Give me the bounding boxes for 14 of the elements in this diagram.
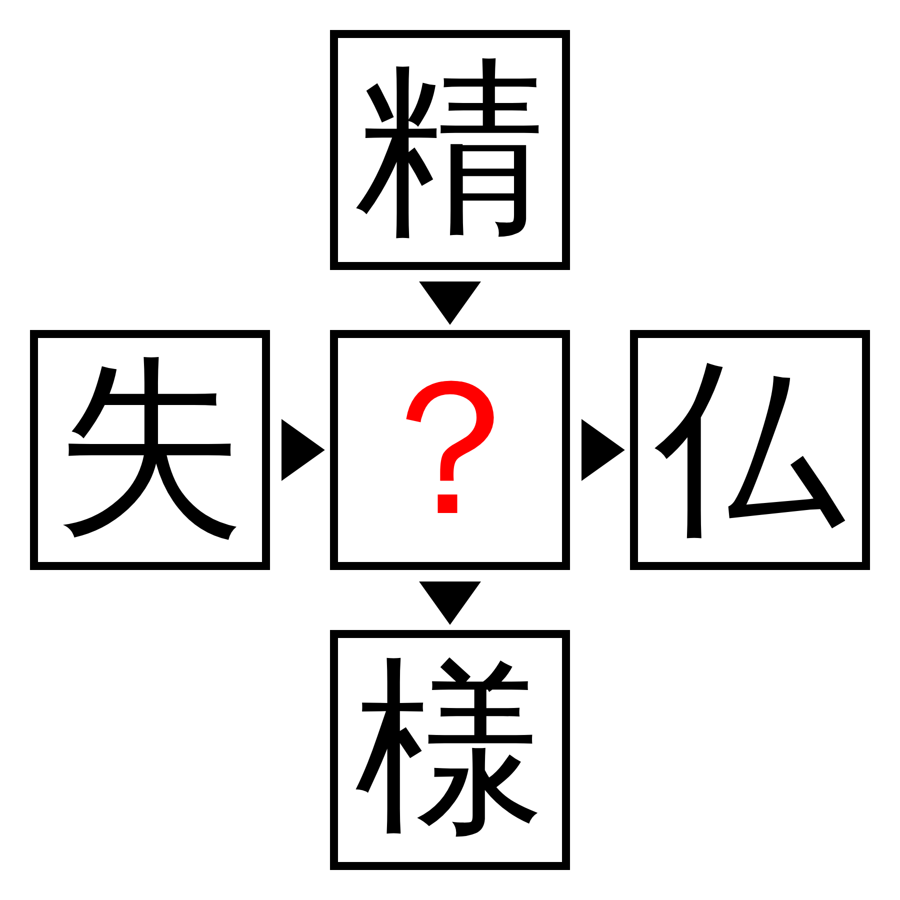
character-box [630,330,870,570]
character-box [30,330,270,570]
kanji-character: 精 [355,55,545,245]
kanji-character: 仏 [655,355,845,545]
arrow [419,282,481,325]
character-box [330,30,570,270]
arrow [282,419,325,481]
kanji-character: 様 [355,655,545,845]
kanji-character: 失 [55,355,245,545]
character-box [330,630,570,870]
arrow [582,419,625,481]
kanji-character: ？ [355,355,545,545]
character-box [330,330,570,570]
arrow [419,582,481,625]
